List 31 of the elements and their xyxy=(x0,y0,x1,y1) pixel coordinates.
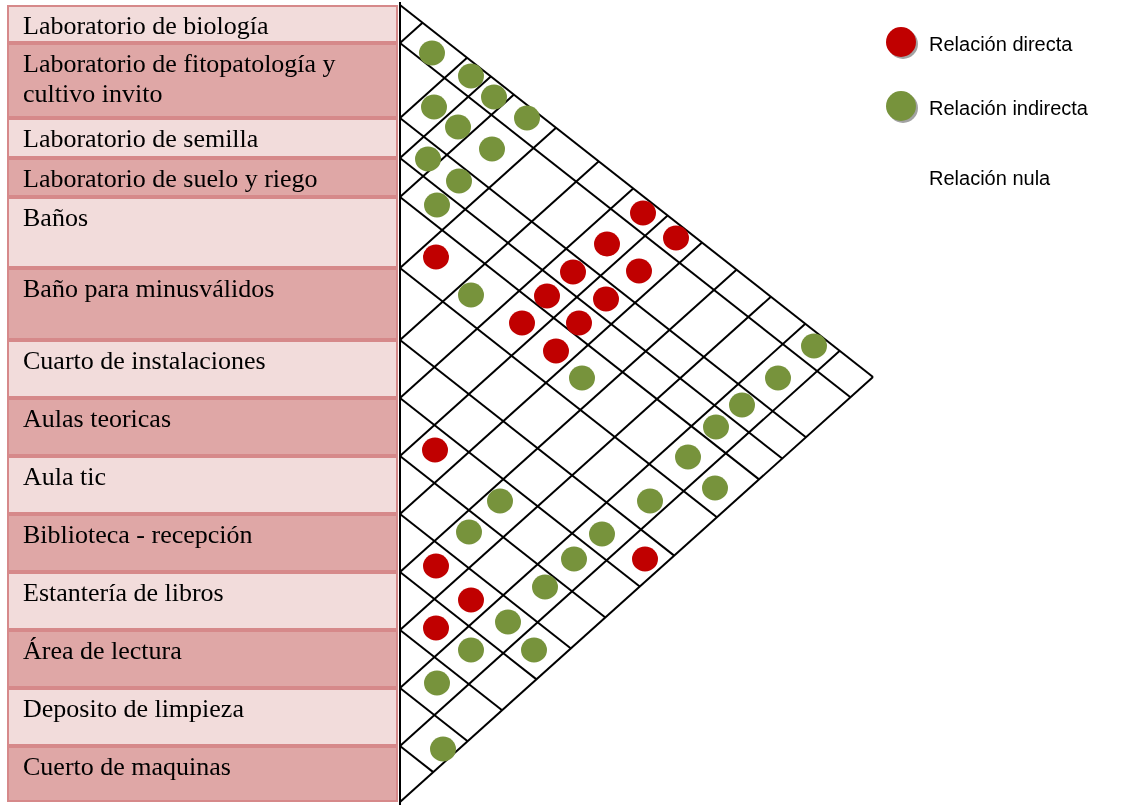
legend-label: Relación indirecta xyxy=(929,97,1088,120)
room-label-box xyxy=(7,340,398,398)
room-name: Laboratorio de suelo y riego xyxy=(23,164,318,194)
legend-label: Relación nula xyxy=(929,167,1051,190)
room-label-box xyxy=(7,572,398,630)
room-name: Laboratorio de fitopatología y cultivo invito xyxy=(23,49,337,109)
room-name: Baño para minusválidos xyxy=(23,274,275,304)
room-label-box xyxy=(7,268,398,340)
room-name: Laboratorio de semilla xyxy=(23,124,259,154)
room-label-box xyxy=(7,688,398,746)
room-name: Aulas teoricas xyxy=(23,404,171,434)
room-name: Aula tic xyxy=(23,462,107,492)
room-name: Baños xyxy=(23,203,88,233)
room-name: Deposito de limpieza xyxy=(23,694,244,724)
room-name: Área de lectura xyxy=(23,636,182,666)
legend-label: Relación directa xyxy=(929,33,1073,56)
room-label-box xyxy=(7,43,398,118)
room-name: Laboratorio de biología xyxy=(23,11,269,41)
room-label-box xyxy=(7,746,398,802)
room-label-box xyxy=(7,514,398,572)
room-label-box xyxy=(7,5,398,43)
room-label-box xyxy=(7,398,398,456)
room-name: Cuerto de maquinas xyxy=(23,752,231,782)
room-label-box xyxy=(7,630,398,688)
room-label-box xyxy=(7,158,398,197)
room-name: Estantería de libros xyxy=(23,578,224,608)
room-name: Cuarto de instalaciones xyxy=(23,346,266,376)
room-name: Biblioteca - recepción xyxy=(23,520,253,550)
room-label-box xyxy=(7,118,398,158)
room-label-box xyxy=(7,456,398,514)
room-label-box xyxy=(7,197,398,268)
